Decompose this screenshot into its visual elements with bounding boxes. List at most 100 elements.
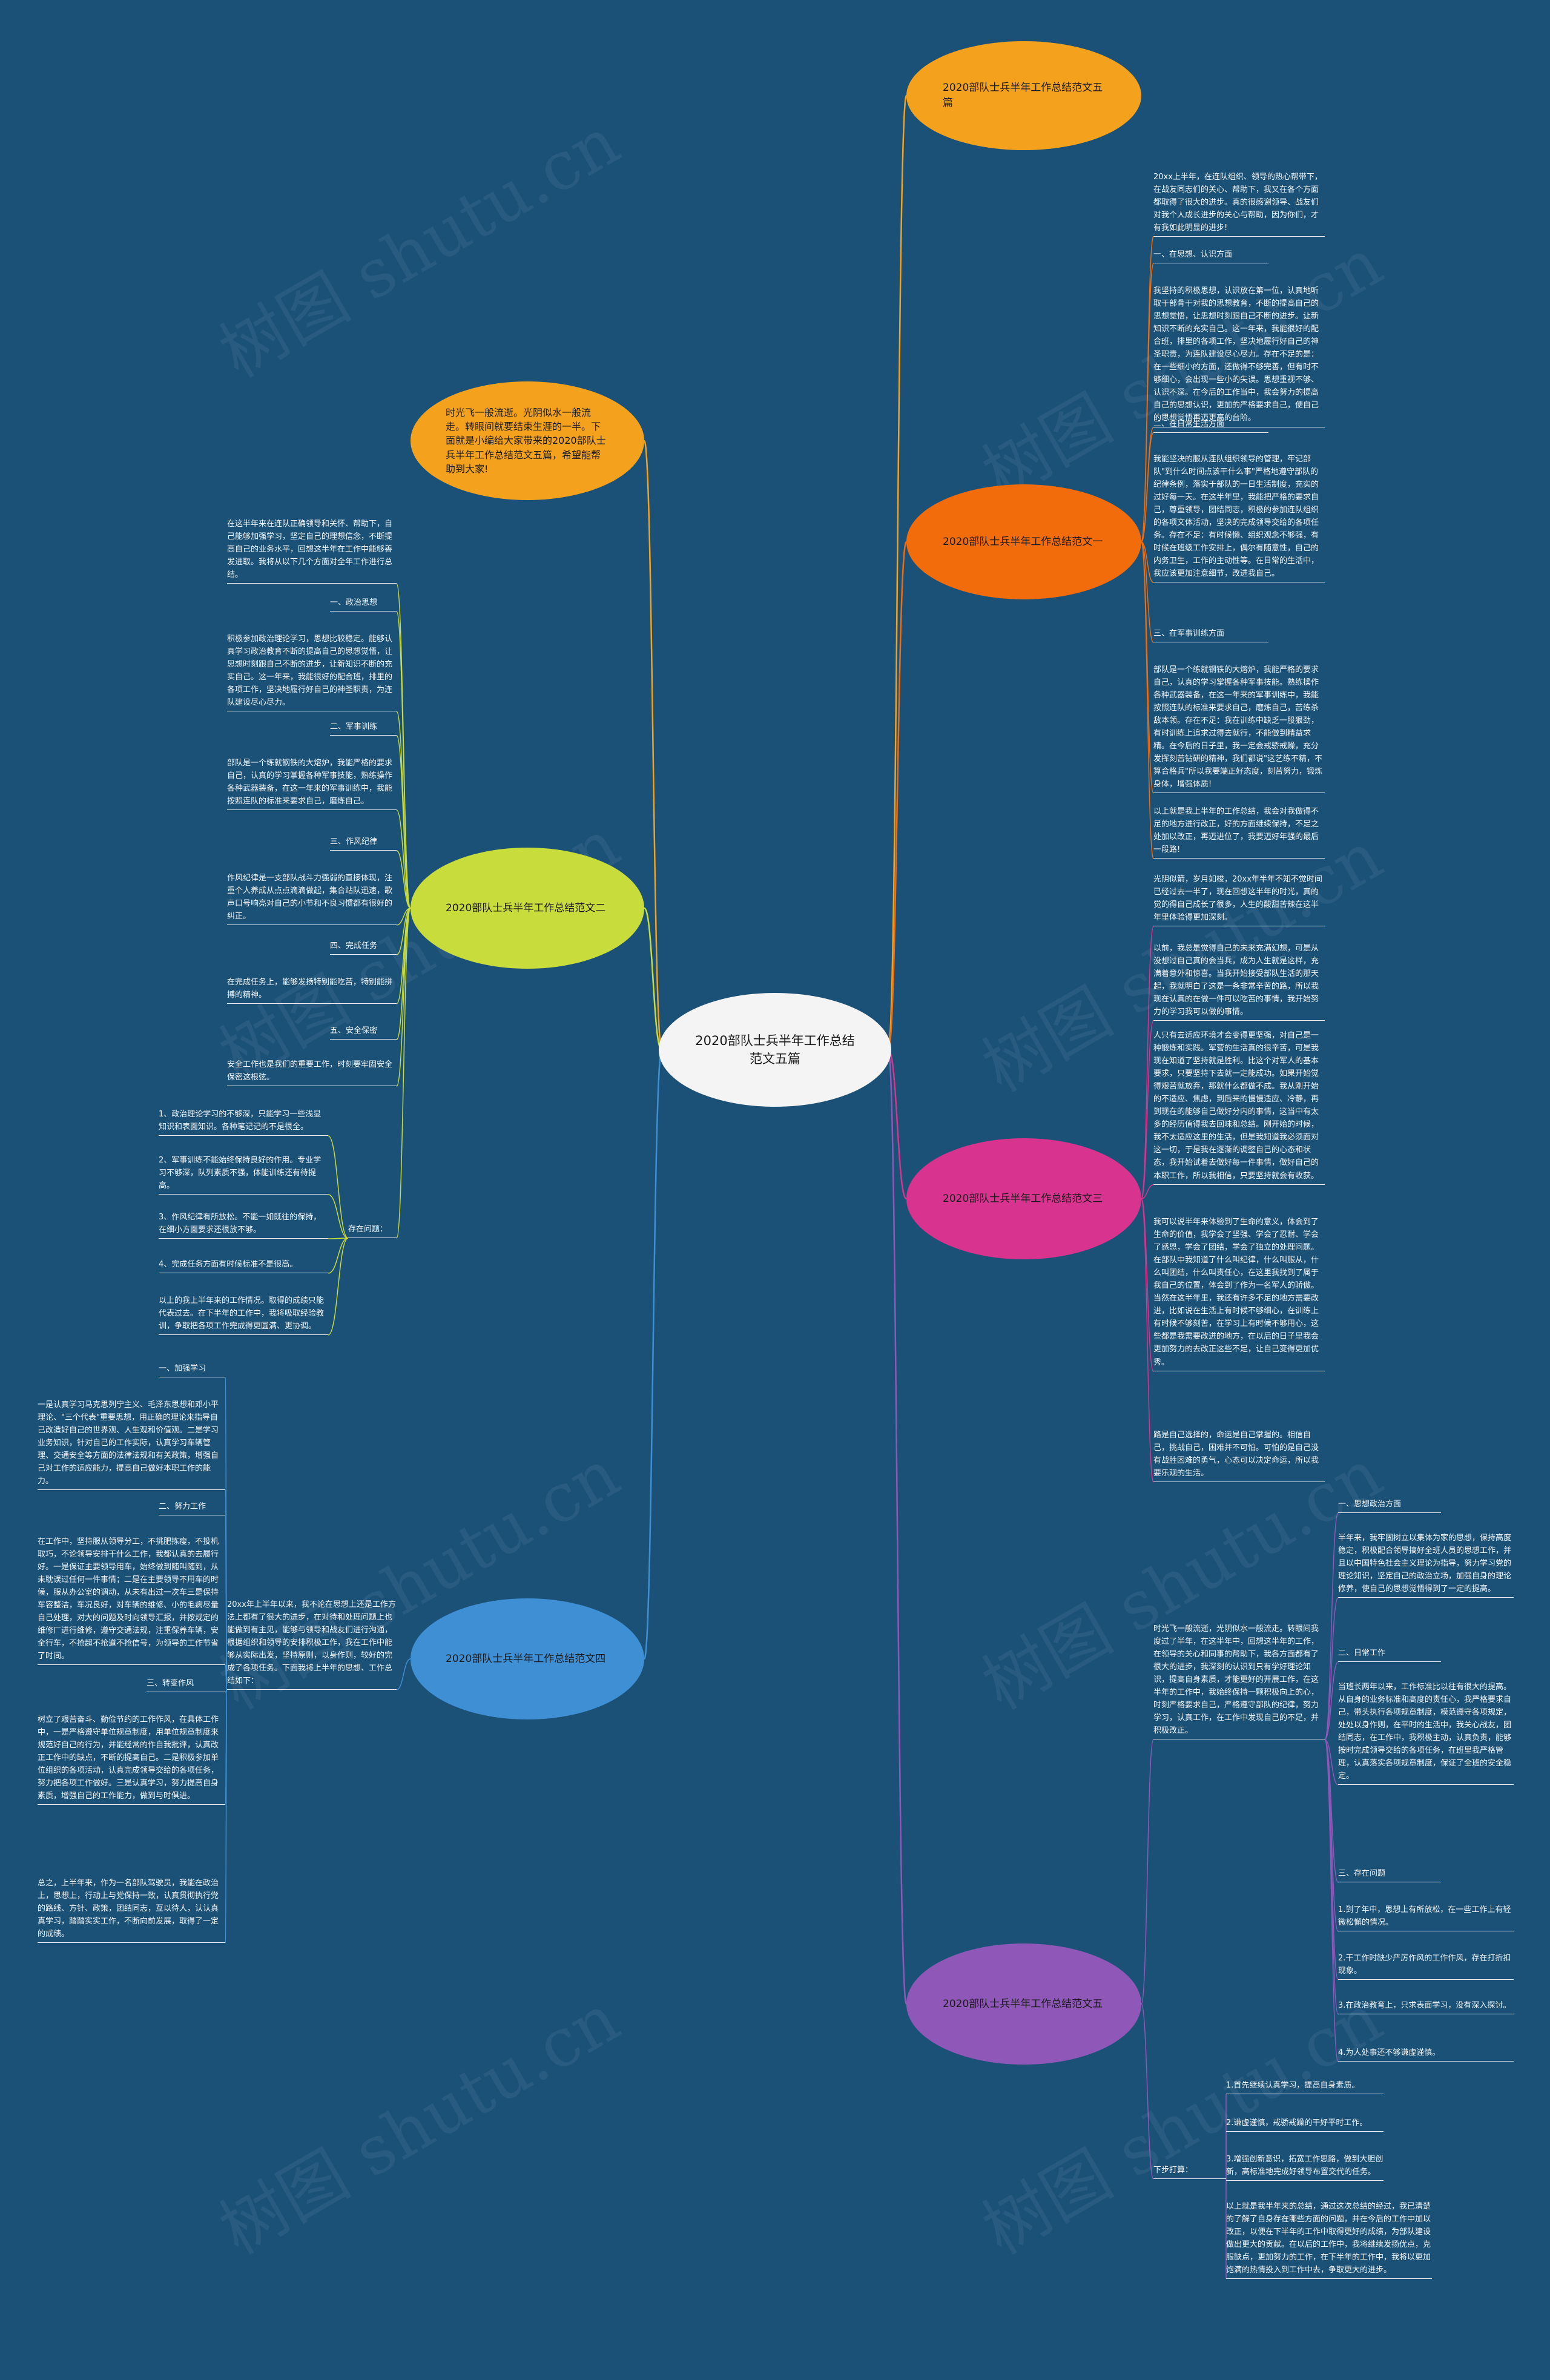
central-topic-label: 2020部队士兵半年工作总结范文五篇 [695, 1033, 855, 1066]
connector-line [1324, 1739, 1339, 1785]
connector-line [1141, 432, 1154, 542]
connector-line [1324, 1512, 1339, 1740]
connector-line [643, 1049, 663, 1660]
connector-line [328, 1238, 349, 1239]
connector-line [887, 1049, 908, 1200]
leaf-text: 光阴似箭，岁月如梭，20xx年半年不知不觉时间已经过去一半了，现在回想这半年的时… [1153, 873, 1325, 927]
branch-node-5[interactable]: 2020部队士兵半年工作总结范文五 [906, 1943, 1141, 2065]
branch-node-2[interactable]: 2020部队士兵半年工作总结范文二 [411, 848, 644, 969]
connector-line [396, 908, 411, 955]
leaf-text: 以上就是我上半年的工作总结，我会对我做得不足的地方进行改正，好的方面继续保持，不… [1153, 805, 1325, 859]
leaf-text: 一是认真学习马克思列宁主义、毛泽东思想和邓小平理论、"三个代表"重要思想，用正确… [38, 1399, 225, 1491]
leaf-text: 部队是一个练就钢铁的大熔炉，我能严格的要求自己，认真的学习掌握各种军事技能，熟练… [227, 757, 397, 811]
leaf-text: 3、作风纪律有所放松。不能一如既往的保持，在细小方面要求还很放不够。 [159, 1211, 328, 1239]
connector-line [1141, 541, 1154, 583]
leaf-heading: 四、完成任务 [330, 940, 397, 955]
leaf-text: 我能坚决的服从连队组织领导的管理，牢记部队"到什么时间点该干什么事"严格地遵守部… [1153, 453, 1325, 583]
central-topic-node[interactable]: 2020部队士兵半年工作总结范文五篇 [659, 993, 891, 1107]
connector-line [396, 611, 411, 909]
connector-line [1141, 541, 1154, 794]
connector-line [1324, 1661, 1339, 1740]
leaf-heading: 二、在日常生活方面 [1153, 418, 1268, 433]
leaf-text: 3.在政治教育上，只求表面学习，没有深入探讨。 [1338, 1999, 1514, 2015]
leaf-text: 人只有去适应环境才会变得更坚强，对自己是一种锻炼和实践。军营的生活真的很辛苦，可… [1153, 1029, 1325, 1185]
branch-node-1[interactable]: 2020部队士兵半年工作总结范文一 [906, 484, 1141, 599]
leaf-heading: 一、在思想、认识方面 [1153, 248, 1268, 264]
connector-line [1141, 541, 1154, 859]
connector-line [328, 1135, 349, 1239]
branch-label: 2020部队士兵半年工作总结范文三 [943, 1192, 1103, 1205]
leaf-text: 我可以说半年来体验到了生命的意义，体会到了生命的价值，我学会了坚强、学会了忍耐、… [1153, 1216, 1325, 1371]
connector-line [396, 735, 411, 909]
branch-node-3[interactable]: 2020部队士兵半年工作总结范文三 [906, 1138, 1141, 1259]
connector-line [1141, 1184, 1154, 1199]
leaf-text: 1.首先继续认真学习，提高自身素质。 [1226, 2079, 1383, 2095]
leaf-heading: 三、作风纪律 [330, 836, 397, 851]
branch-label: 2020部队士兵半年工作总结范文二 [446, 902, 606, 914]
leaf-heading: 一、思想政治方面 [1338, 1498, 1441, 1514]
leaf-text: 时光飞一般流逝，光阴似水一般流走。转眼间我度过了半年，在这半年中，回想这半年的工… [1153, 1623, 1325, 1740]
leaf-text: 我坚持的积极思想，认识放在第一位，认真地听取干部骨干对我的思想教育，不断的提高自… [1153, 285, 1325, 427]
intro-node[interactable]: 时光飞一般流逝。光阴似水一般流走。转眼间就要结束生涯的一半。下面就是小编给大家带… [411, 381, 644, 500]
leaf-text: 树立了艰苦奋斗、勤俭节约的工作作风，在具体工作中，一是严格遵守单位规章制度，用单… [38, 1713, 225, 1805]
leaf-heading: 存在问题： [348, 1223, 397, 1239]
connector-line [225, 1664, 228, 1690]
leaf-text: 在工作中，坚持服从领导分工，不挑肥拣瘦，不投机取巧，不论领导安排干什么工作，我都… [38, 1535, 225, 1666]
leaf-heading: 一、加强学习 [159, 1362, 225, 1378]
leaf-text: 当班长两年以来，工作标准比以往有很大的提高。从自身的业务标准和高度的责任心，我严… [1338, 1681, 1514, 1785]
leaf-heading: 一、政治思想 [330, 596, 397, 612]
leaf-text: 半年来，我牢固树立以集体为家的思想，保持高度稳定，积极配合领导搞好全班人员的思想… [1338, 1532, 1514, 1598]
connector-line [328, 1194, 349, 1239]
branch-label: 2020部队士兵半年工作总结范文五篇 [943, 82, 1103, 109]
leaf-heading: 二、日常工作 [1338, 1647, 1441, 1663]
branch-label: 2020部队士兵半年工作总结范文一 [943, 535, 1103, 548]
connector-line [396, 850, 411, 909]
leaf-heading: 三、转变作风 [147, 1677, 225, 1693]
connector-line [396, 809, 411, 909]
connector-line [643, 440, 663, 1051]
leaf-text: 1.到了年中，思想上有所放松，在一些工作上有轻微松懈的情况。 [1338, 1904, 1514, 1932]
connector-line [887, 94, 908, 1051]
connector-line [396, 908, 411, 1239]
leaf-text: 以前，我总是觉得自己的未来充满幻想，可是从没想过自己真的会当兵，成为人生就是这样… [1153, 942, 1325, 1021]
leaf-text: 2.干工作时缺少严厉作风的工作作风，存在打折扣现象。 [1338, 1952, 1514, 1980]
connector-line [396, 908, 411, 1087]
connector-line [1141, 1198, 1154, 1483]
connector-line [887, 541, 908, 1051]
leaf-heading: 下步打算： [1153, 2164, 1226, 2180]
connector-line [1141, 1198, 1154, 1372]
connector-line [1324, 1597, 1339, 1740]
leaf-text: 在完成任务上，能够发扬特别能吃苦，特别能拼搏的精神。 [227, 976, 397, 1004]
leaf-text: 路是自己选择的，命运是自己掌握的。相信自己，挑战自己，困难并不可怕。可怕的是自己… [1153, 1429, 1325, 1483]
leaf-text: 作风纪律是一支部队战斗力强弱的直接体现，注重个人养成从点点滴滴做起，集合站队迅速… [227, 872, 397, 926]
leaf-heading: 三、在军事训练方面 [1153, 627, 1268, 643]
connector-line [225, 1689, 228, 1943]
connector-line [1141, 1739, 1154, 2005]
connector-line [396, 908, 411, 1040]
branch-node-top[interactable]: 2020部队士兵半年工作总结范文五篇 [906, 41, 1141, 150]
leaf-heading: 五、安全保密 [330, 1024, 397, 1040]
intro-label: 时光飞一般流逝。光阴似水一般流走。转眼间就要结束生涯的一半。下面就是小编给大家带… [446, 407, 606, 475]
leaf-text: 以上就是我半年来的总结，通过这次总结的经过，我已清楚的了解了自身存在哪些方面的问… [1226, 2200, 1432, 2279]
connector-line [328, 1238, 349, 1274]
leaf-text: 积极参加政治理论学习，思想比较稳定。能够认真学习政治教育不断的提高自己的思想觉悟… [227, 633, 397, 712]
branch-node-4[interactable]: 2020部队士兵半年工作总结范文四 [411, 1598, 644, 1719]
connector-line [1324, 1739, 1339, 2062]
branch-label: 2020部队士兵半年工作总结范文四 [446, 1652, 606, 1665]
connector-line [225, 1689, 228, 1693]
leaf-text: 1、政治理论学习的不够深，只能学习一些浅显知识和表面知识。各种笔记记的不是很全。 [159, 1108, 328, 1136]
leaf-text: 3.增强创新意识，拓宽工作思路，做到大胆创新，高标准地完成好领导布置交代的任务。 [1226, 2153, 1383, 2181]
leaf-heading: 二、努力工作 [159, 1500, 225, 1516]
leaf-text: 2.谦虚谨慎，戒骄戒躁的干好平时工作。 [1226, 2117, 1383, 2132]
leaf-text: 总之，上半年来，作为一名部队驾驶员，我能在政治上，思想上，行动上与党保持一致，认… [38, 1877, 225, 1943]
leaf-text: 2、军事训练不能始终保持良好的作用。专业学习不够深，队列素质不强，体能训练还有待… [159, 1154, 328, 1195]
connector-line [1141, 1020, 1154, 1199]
connector-line [1141, 2003, 1154, 2180]
leaf-text: 在这半年来在连队正确领导和关怀、帮助下，自己能够加强学习，坚定自己的理想信念，不… [227, 518, 397, 584]
connector-line [328, 1238, 349, 1336]
connector-line [887, 1049, 908, 2005]
leaf-text: 20xx上半年，在连队组织、领导的热心帮带下，在战友同志们的关心、帮助下，我又在… [1153, 171, 1325, 237]
leaf-text: 以上的我上半年来的工作情况。取得的成绩只能代表过去。在下半年的工作中，我将吸取经… [159, 1294, 328, 1336]
connector-line [1141, 541, 1154, 643]
connector-line [1141, 263, 1154, 542]
